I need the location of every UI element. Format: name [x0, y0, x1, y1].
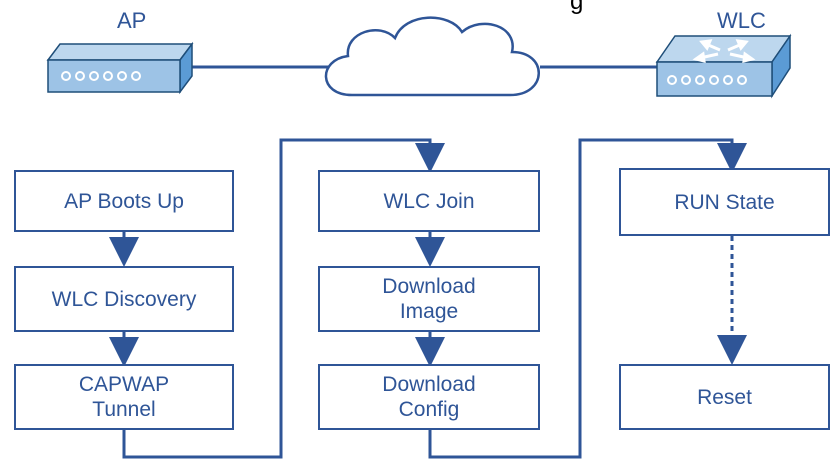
connector-config-to-run [428, 138, 747, 459]
caption-fragment: g [570, 0, 584, 15]
cloud-icon [324, 16, 540, 97]
step-label: Download Config [382, 373, 476, 421]
step-capwap-tunnel: CAPWAP Tunnel [14, 364, 234, 430]
step-run-state: RUN State [619, 168, 830, 236]
step-wlc-discovery: WLC Discovery [14, 266, 234, 332]
step-ap-boots-up: AP Boots Up [14, 170, 234, 232]
step-label: Reset [697, 385, 752, 409]
wlc-label: WLC [717, 8, 766, 33]
step-reset: Reset [619, 364, 830, 430]
step-label: RUN State [674, 190, 775, 214]
ap-label: AP [117, 8, 147, 33]
step-label: AP Boots Up [64, 189, 184, 213]
step-label: Download Image [382, 275, 476, 323]
step-label: CAPWAP Tunnel [78, 373, 170, 421]
access-point-icon [46, 41, 194, 95]
step-label: WLC Join [383, 189, 475, 213]
wireless-controller-icon [655, 33, 792, 99]
step-label: WLC Discovery [51, 287, 197, 311]
step-download-image: Download Image [318, 266, 540, 332]
connector-capwap-to-join [122, 138, 445, 459]
step-download-config: Download Config [318, 364, 540, 430]
step-wlc-join: WLC Join [318, 170, 540, 232]
